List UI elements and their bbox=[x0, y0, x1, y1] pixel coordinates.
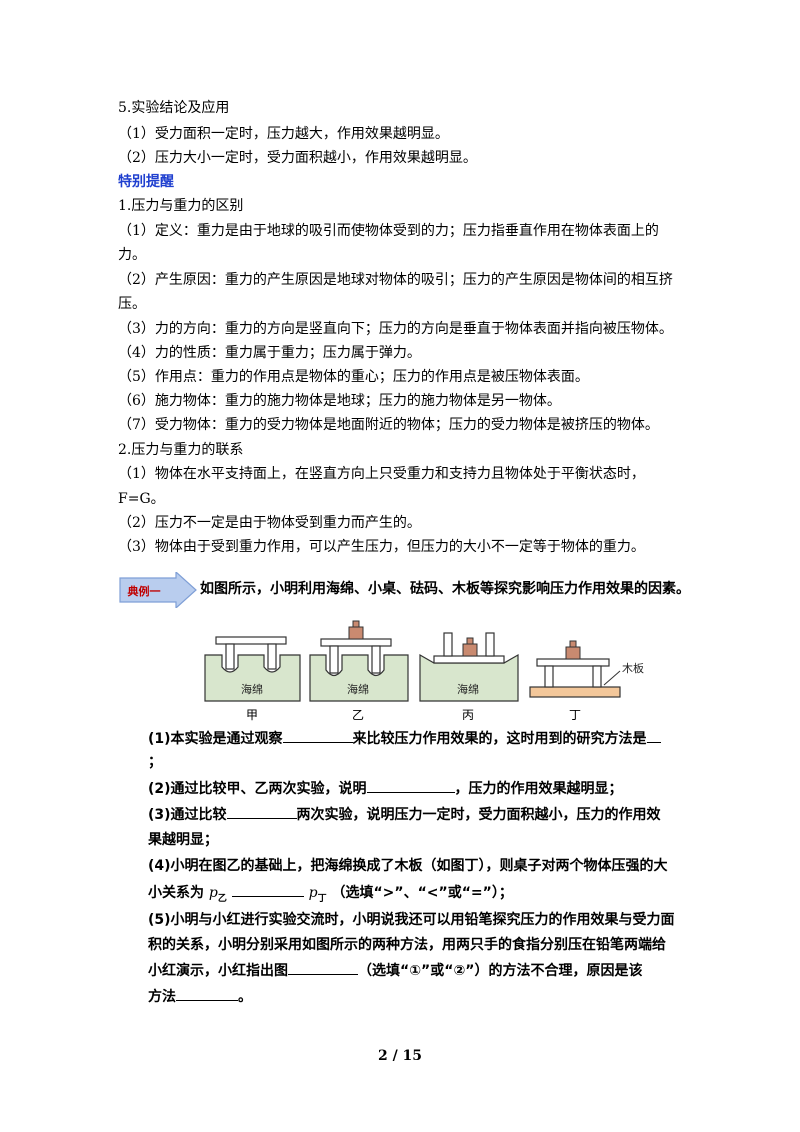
question-5-line3: 小红演示，小红指出图（选填“①”或“②”）的方法不合理，原因是该 bbox=[148, 960, 643, 981]
diff-line-2: 力。 bbox=[118, 247, 146, 263]
diff-line-8: （6）施力物体：重力的施力物体是地球；压力的施力物体是另一物体。 bbox=[118, 393, 561, 409]
question-4-line2: 小关系为 p乙 p丁 （选填“>”、“<”或“=”）； bbox=[148, 882, 513, 909]
question-5-line2: 积的关系，小明分别采用如图所示的两种方法，用两只手的食指分别压在铅笔两端给 bbox=[148, 937, 666, 953]
conclusion-item-2: （2）压力大小一定时，受力面积越小，作用效果越明显。 bbox=[118, 150, 477, 166]
experiment-figure: 海绵 海绵 海绵 bbox=[204, 620, 644, 722]
sponge-label-jia: 海绵 bbox=[241, 682, 263, 696]
sponge-label-bing: 海绵 bbox=[457, 682, 479, 696]
conclusion-title: 5.实验结论及应用 bbox=[118, 100, 230, 116]
special-subtitle-2: 2.压力与重力的联系 bbox=[118, 442, 244, 458]
caption-jia: 甲 bbox=[246, 708, 258, 722]
question-3-end: 果越明显； bbox=[148, 832, 218, 848]
example-prompt: 如图所示，小明利用海绵、小桌、砝码、木板等探究影响压力作用效果的因素。 bbox=[200, 581, 690, 597]
caption-ding: 丁 bbox=[569, 708, 581, 722]
board-label: 木板 bbox=[622, 661, 644, 675]
answer-blank-4[interactable] bbox=[226, 804, 297, 819]
special-heading: 特别提醒 bbox=[118, 174, 174, 190]
answer-blank-6[interactable] bbox=[288, 960, 358, 975]
example-badge: 典例一 bbox=[119, 572, 197, 608]
page-number: 2 / 15 bbox=[377, 1048, 423, 1064]
question-5-line4: 方法。 bbox=[148, 986, 252, 1007]
answer-blank-3[interactable] bbox=[366, 778, 455, 793]
diff-line-1: （1）定义：重力是由于地球的吸引而使物体受到的力；压力指垂直作用在物体表面上的 bbox=[118, 223, 659, 239]
example-badge-label: 典例一 bbox=[128, 584, 161, 598]
question-3: (3)通过比较两次实验，说明压力一定时，受力面积越小，压力的作用效 bbox=[148, 804, 661, 825]
conclusion-item-1: （1）受力面积一定时，压力越大，作用效果越明显。 bbox=[118, 126, 449, 142]
caption-yi: 乙 bbox=[352, 708, 364, 722]
caption-bing: 丙 bbox=[462, 708, 474, 722]
diff-line-7: （5）作用点：重力的作用点是物体的重心；压力的作用点是被压物体表面。 bbox=[118, 369, 589, 385]
question-2: (2)通过比较甲、乙两次实验，说明，压力的作用效果越明显； bbox=[148, 778, 623, 799]
answer-blank-2[interactable] bbox=[646, 728, 661, 743]
special-subtitle-1: 1.压力与重力的区别 bbox=[118, 198, 244, 214]
diff-line-9: （7）受力物体：重力的受力物体是地面附近的物体；压力的受力物体是被挤压的物体。 bbox=[118, 417, 659, 433]
answer-blank-7[interactable] bbox=[176, 986, 238, 1001]
diff-line-6: （4）力的性质：重力属于重力；压力属于弹力。 bbox=[118, 345, 421, 361]
setup-ding: 木板 bbox=[529, 640, 644, 698]
question-1: (1)本实验是通过观察来比较压力作用效果的，这时用到的研究方法是 bbox=[148, 728, 661, 749]
setup-yi: 海绵 bbox=[309, 620, 409, 702]
sponge-label-yi: 海绵 bbox=[347, 682, 369, 696]
rel-line-3: （2）压力不一定是由于物体受到重力而产生的。 bbox=[118, 515, 421, 531]
answer-blank-5[interactable] bbox=[231, 882, 304, 897]
rel-line-2: F=G。 bbox=[118, 491, 165, 507]
diff-line-4: 压。 bbox=[118, 296, 146, 312]
rel-line-1: （1）物体在水平支持面上，在竖直方向上只受重力和支持力且物体处于平衡状态时， bbox=[118, 466, 645, 482]
answer-blank-1[interactable] bbox=[282, 728, 353, 743]
setup-jia: 海绵 bbox=[204, 636, 301, 702]
question-1-end: ； bbox=[148, 754, 162, 770]
rel-line-4: （3）物体由于受到重力作用，可以产生压力，但压力的大小不一定等于物体的重力。 bbox=[118, 539, 645, 555]
setup-bing: 海绵 bbox=[419, 632, 519, 702]
diff-line-5: （3）力的方向：重力的方向是竖直向下；压力的方向是垂直于物体表面并指向被压物体。 bbox=[118, 321, 673, 337]
diff-line-3: （2）产生原因：重力的产生原因是地球对物体的吸引；压力的产生原因是物体间的相互挤 bbox=[118, 272, 673, 288]
question-4: (4)小明在图乙的基础上，把海绵换成了木板（如图丁），则桌子对两个物体压强的大 bbox=[148, 858, 668, 874]
question-5: (5)小明与小红进行实验交流时，小明说我还可以用铅笔探究压力的作用效果与受力面 bbox=[148, 912, 675, 928]
